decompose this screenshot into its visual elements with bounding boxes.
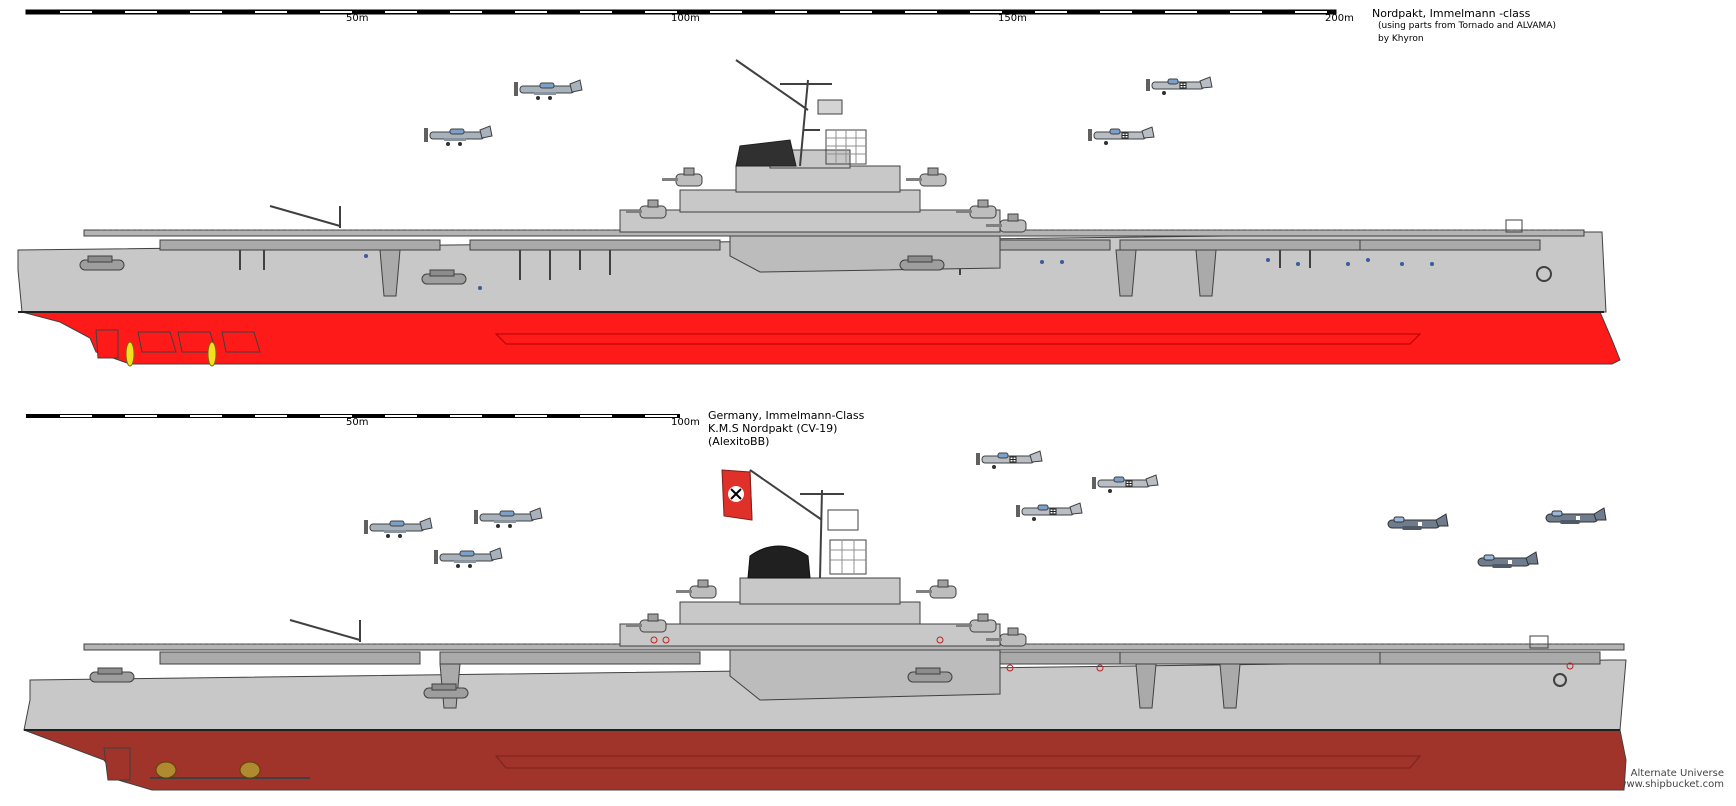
top-ship: [17, 59, 1621, 367]
bottom-aircraft-jet-3: [1477, 551, 1539, 569]
top-funnel: [735, 139, 797, 167]
bottom-propeller-1: [155, 761, 177, 779]
bottom-boat-1: [89, 667, 135, 683]
bottom-ship: [23, 469, 1627, 791]
bottom-aircraft-bomber-2: [473, 507, 543, 529]
top-scale-label-200m: 200m: [1325, 13, 1354, 24]
bottom-aircraft-fighter-3: [1015, 502, 1083, 522]
credit-line1: Alternate Universe: [1630, 768, 1724, 779]
top-propeller-2: [207, 341, 217, 367]
bottom-aircraft-bomber-1: [363, 517, 433, 539]
bottom-caption-line3: (AlexitoBB): [708, 435, 770, 448]
site-credit: Alternate Universe www.shipbucket.com: [1618, 768, 1724, 790]
bottom-caption-line1: Germany, Immelmann-Class: [708, 409, 865, 422]
top-aircraft-fighter-1: [1145, 76, 1213, 96]
bottom-aircraft-fighter-1: [975, 450, 1043, 470]
top-scale-bar: [25, 9, 1337, 15]
top-scale-label-50m: 50m: [346, 13, 369, 24]
bottom-aircraft-jet-2: [1545, 507, 1607, 525]
bottom-scale-label-50m: 50m: [346, 417, 369, 428]
top-caption-subtitle: (using parts from Tornado and ALVAMA): [1378, 21, 1556, 31]
top-crane: [269, 205, 341, 228]
top-mast: [735, 59, 832, 167]
bottom-island: [619, 577, 1001, 647]
top-caption-author: by Khyron: [1378, 34, 1424, 44]
credit-line2: www.shipbucket.com: [1618, 779, 1724, 790]
bottom-aircraft-fighter-2: [1091, 474, 1159, 494]
bottom-scale-label-100m: 100m: [671, 417, 700, 428]
top-ship-lower-hull: [21, 311, 1621, 365]
bottom-caption: Germany, Immelmann-Class K.M.S Nordpakt …: [708, 409, 864, 448]
bottom-crane: [289, 619, 361, 642]
top-propeller-1: [125, 341, 135, 367]
top-scale-label-100m: 100m: [671, 13, 700, 24]
top-aircraft-bomber-1: [513, 79, 583, 101]
top-aircraft-fighter-2: [1087, 126, 1155, 146]
bottom-mast: [749, 469, 844, 579]
top-caption-title: Nordpakt, Immelmann -class: [1372, 7, 1531, 20]
top-scale-label-150m: 150m: [998, 13, 1027, 24]
bottom-aircraft-jet-1: [1387, 513, 1449, 531]
top-island: [619, 149, 1001, 233]
top-aircraft-bomber-2: [423, 125, 493, 147]
bottom-war-ensign: [721, 469, 753, 521]
bottom-propeller-2: [239, 761, 261, 779]
bottom-funnel: [747, 545, 811, 579]
bottom-caption-line2: K.M.S Nordpakt (CV-19): [708, 422, 838, 435]
bottom-aircraft-bomber-3: [433, 547, 503, 569]
bottom-scale-bar: [26, 414, 680, 418]
top-caption: Nordpakt, Immelmann -class (using parts …: [1372, 7, 1556, 46]
bottom-ship-lower-hull: [23, 729, 1627, 791]
